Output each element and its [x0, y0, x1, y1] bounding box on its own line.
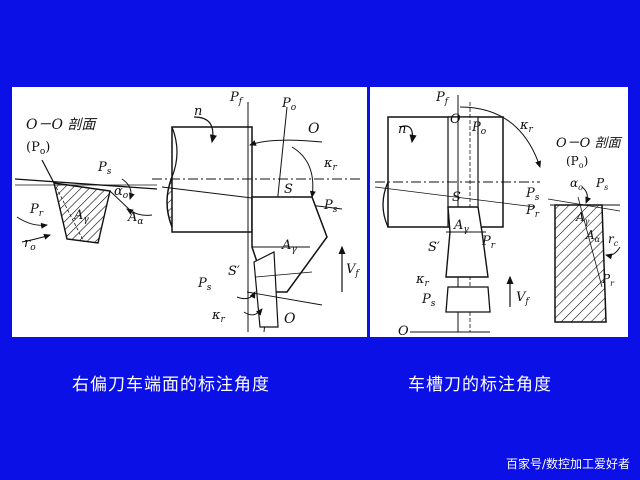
left-o-bottom-label: O: [284, 311, 296, 327]
watermark: 百家号/数控加工爱好者: [505, 457, 630, 471]
right-pr2-label: Pr: [481, 234, 496, 251]
left-n-label: n: [194, 104, 202, 119]
right-o-bottom-label: O: [398, 324, 409, 337]
right-kr-label: κr: [519, 118, 534, 135]
right-s-label: S: [452, 190, 461, 205]
right-caption: 车槽刀的标注角度: [408, 375, 552, 395]
left-section-view: O－O 剖面 (Po) Ps αo Pr Aγ Aα ro: [14, 117, 158, 253]
left-section-title: O－O 剖面: [26, 117, 97, 133]
right-main-view: Pf O Po n κr S Ps Pr Aγ S′ Pr κr Ps Vf O: [374, 90, 541, 337]
left-section-tool-body: [53, 182, 111, 244]
right-kr-prime-label: κr: [415, 272, 430, 289]
left-s-label: S: [284, 182, 293, 197]
left-section-plane: (P: [26, 140, 40, 155]
right-sec-pr-label: Pr: [601, 272, 615, 288]
left-po-label: Po: [281, 96, 297, 113]
right-diagram-panel: Pf O Po n κr S Ps Pr Aγ S′ Pr κr Ps Vf O…: [370, 87, 628, 337]
left-workpiece-hatch: [166, 176, 173, 228]
left-kr-label: κr: [323, 156, 338, 173]
left-diagram: O－O 剖面 (Po) Ps αo Pr Aγ Aα ro: [14, 90, 362, 333]
left-main-view: n Pf Po O κr S Ps Aγ Vf S′ Ps κr O: [152, 90, 362, 333]
left-sec-ar-label: Aγ: [73, 208, 89, 225]
right-vf-label: Vf: [516, 290, 530, 307]
right-sec-rc-label: rc: [608, 232, 619, 248]
right-rotation-arrow: [399, 125, 417, 144]
left-sec-aa-label: Aα: [127, 210, 143, 227]
left-ps-prime-label: Ps: [197, 276, 212, 293]
left-s-prime-label: S′: [228, 264, 240, 279]
right-section-view: O－O 剖面 (Po) αo Ps Aγ Aα rc Pr: [547, 136, 622, 323]
right-po-label: Po: [471, 120, 487, 137]
right-pr-label: Pr: [525, 203, 540, 220]
left-kr-prime-label: κr: [211, 308, 226, 325]
right-sec-ps-label: Ps: [595, 176, 608, 192]
left-diagram-panel: O－O 剖面 (Po) Ps αo Pr Aγ Aα ro: [12, 87, 367, 337]
left-ps-label: Ps: [323, 198, 338, 215]
right-workpiece: [387, 116, 504, 228]
left-rotation-arrow: [193, 116, 217, 144]
left-sec-alpha-label: αo: [114, 184, 129, 201]
left-vf-label: Vf: [346, 262, 360, 279]
right-section-title: O－O 剖面: [556, 136, 622, 151]
left-section-po-line: [41, 159, 55, 184]
left-sec-ps-label: Ps: [97, 160, 112, 177]
right-sec-ar-label: Aγ: [575, 210, 590, 226]
left-workpiece: [171, 126, 253, 233]
right-o-label: O: [450, 112, 461, 127]
left-caption: 右偏刀车端面的标注角度: [72, 375, 270, 395]
left-sec-pr-label: Pr: [29, 202, 44, 219]
left-ar-label: Aγ: [281, 238, 297, 255]
left-o-label: O: [308, 121, 320, 137]
right-ar-label: Aγ: [453, 218, 469, 235]
right-pf-label: Pf: [435, 90, 450, 107]
right-ps-prime-label: Ps: [421, 292, 436, 309]
right-section-plane: (P: [566, 154, 579, 168]
right-diagram: Pf O Po n κr S Ps Pr Aγ S′ Pr κr Ps Vf O…: [374, 90, 622, 337]
right-sec-aa-label: Aα: [585, 228, 601, 244]
left-section-base-line: [14, 178, 158, 190]
left-sec-ro-label: ro: [24, 236, 36, 253]
left-tool-shank: [253, 251, 279, 328]
right-s-prime-label: S′: [428, 240, 440, 255]
svg-text:(Po): (Po): [26, 140, 50, 157]
right-sec-alpha-label: αo: [570, 176, 583, 192]
right-n-label: n: [398, 122, 406, 137]
svg-text:(Po): (Po): [566, 154, 588, 170]
left-pf-label: Pf: [229, 90, 244, 107]
right-tool-shank: [445, 286, 491, 313]
right-ps-label: Ps: [525, 186, 540, 203]
